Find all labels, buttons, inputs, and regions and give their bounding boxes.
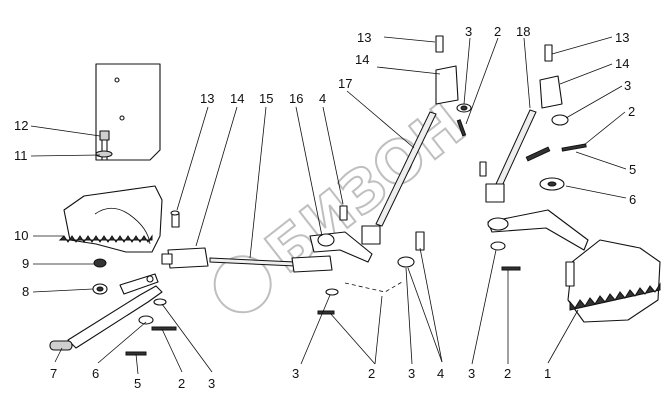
nut [93,258,107,268]
callout-4: 4 [437,366,444,381]
mounting-bracket [95,63,161,161]
callout-14: 14 [230,91,244,106]
callout-1: 1 [544,366,551,381]
lever [67,285,163,349]
callout-7: 7 [50,366,57,381]
callout-14: 14 [615,56,629,71]
callout-13: 13 [615,30,629,45]
callout-2: 2 [368,366,375,381]
callout-15: 15 [259,91,273,106]
clevis [167,247,209,269]
callout-12: 12 [14,118,28,133]
callout-3: 3 [465,24,472,39]
callout-5: 5 [629,162,636,177]
callout-13: 13 [200,91,214,106]
callout-2: 2 [178,376,185,391]
callout-4: 4 [319,91,326,106]
callout-2: 2 [504,366,511,381]
callout-3: 3 [468,366,475,381]
callout-3: 3 [408,366,415,381]
callout-labels: 12 11 10 9 8 7 6 5 2 3 13 14 15 16 4 17 … [14,24,636,391]
leader-lines [30,36,627,375]
toothed-sector [63,185,163,253]
callout-3: 3 [624,78,631,93]
rod-end-bracket [435,65,459,105]
callout-2: 2 [628,104,635,119]
callout-11: 11 [14,148,28,163]
adjustment-rod-right [495,109,537,187]
adjustment-rod [375,111,437,227]
callout-17: 17 [338,76,352,91]
callout-6: 6 [92,366,99,381]
callout-18: 18 [516,24,530,39]
callout-16: 16 [289,91,303,106]
callout-10: 10 [14,228,28,243]
callout-14: 14 [355,52,369,67]
callout-13: 13 [357,30,371,45]
watermark: БИЗОН [213,89,479,314]
toothed-sector-right [567,239,661,323]
arm-plate [487,209,589,251]
callout-3: 3 [208,376,215,391]
callout-5: 5 [134,376,141,391]
callout-2: 2 [494,24,501,39]
callout-6: 6 [629,192,636,207]
callout-8: 8 [22,284,29,299]
callout-3: 3 [292,366,299,381]
bolt [99,130,110,141]
callout-9: 9 [22,256,29,271]
